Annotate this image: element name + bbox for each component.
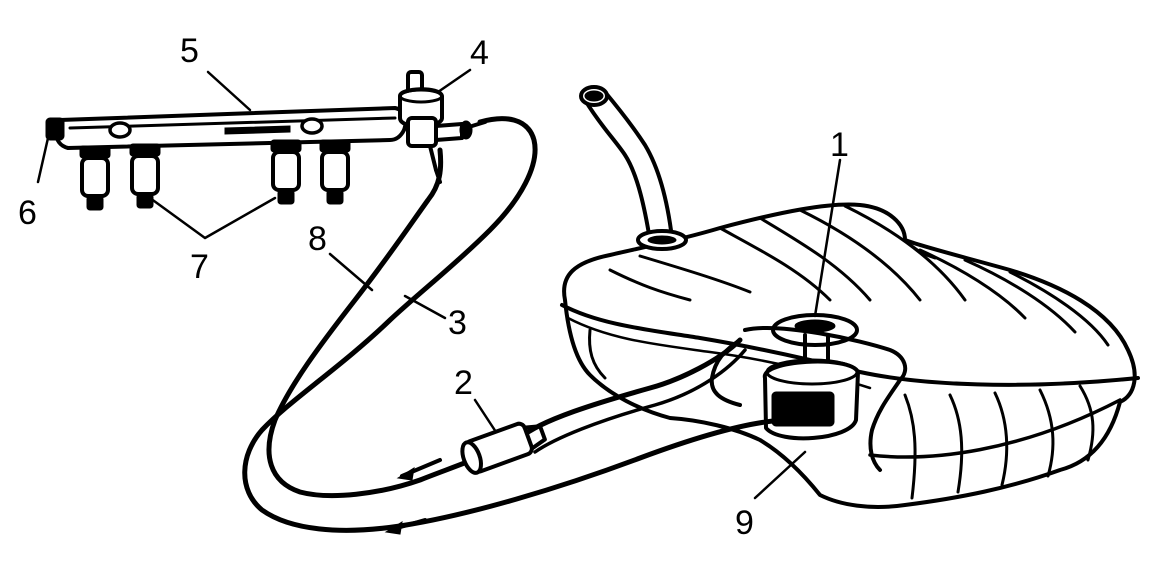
fuel-pump-sender-unit: [709, 313, 908, 472]
leader-1: [813, 158, 842, 318]
fuel-rail: [45, 106, 408, 150]
fuel-lines: [242, 116, 793, 535]
callout-7: 7: [190, 248, 209, 286]
leader-9: [753, 450, 807, 500]
injector-2: [129, 143, 161, 209]
fuel-injectors: [79, 139, 351, 211]
fuel-tank: [560, 202, 1140, 509]
filler-neck: [579, 85, 688, 251]
leader-2: [473, 398, 498, 434]
callouts: 5 4 6 7 8 3 2 1 9: [18, 32, 849, 542]
callout-9: 9: [735, 504, 754, 542]
leader-7: [148, 196, 277, 240]
callout-8: 8: [308, 220, 327, 258]
injector-4: [319, 139, 351, 205]
leader-6: [36, 136, 50, 184]
callout-5: 5: [180, 32, 199, 70]
leader-8: [328, 252, 374, 292]
injector-3: [270, 139, 302, 205]
pressure-regulator: [398, 70, 487, 184]
callout-2: 2: [454, 364, 473, 402]
leader-4: [436, 68, 472, 94]
leader-lines: [36, 68, 842, 500]
callout-1: 1: [830, 126, 849, 164]
callout-6: 6: [18, 194, 37, 232]
fuel-filter: [460, 421, 547, 475]
callout-3: 3: [448, 304, 467, 342]
leader-5: [206, 70, 252, 112]
injector-1: [79, 145, 111, 211]
leader-3: [403, 294, 447, 320]
callout-4: 4: [470, 34, 489, 72]
